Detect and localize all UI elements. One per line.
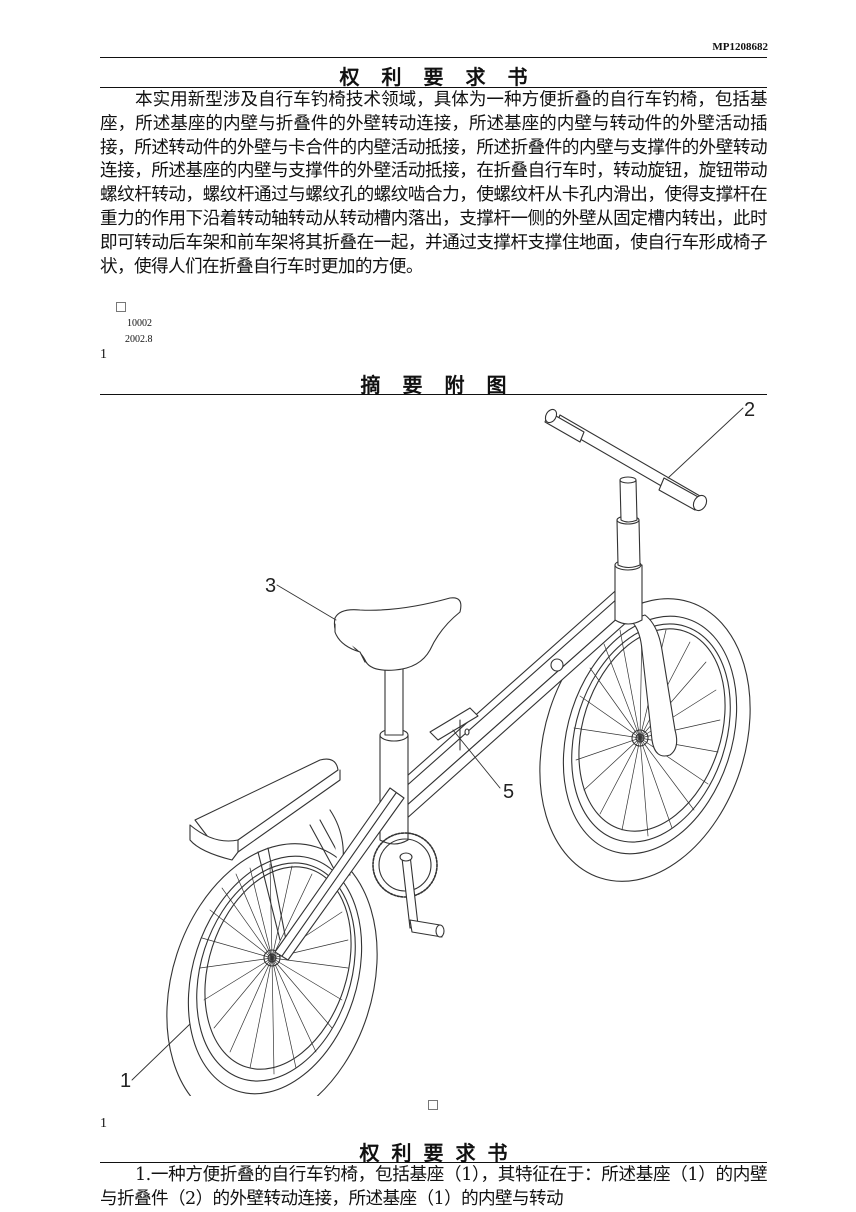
claims-title-2: 权利要求书	[100, 1137, 767, 1166]
abstract-figure-title: 摘要附图	[100, 369, 767, 398]
front-wheel-icon	[539, 598, 751, 882]
title-char: 利	[391, 1141, 412, 1165]
page-number: 1	[100, 347, 107, 362]
placeholder-box-icon	[428, 1100, 438, 1110]
title-rule	[100, 394, 767, 395]
title-char: 书	[487, 1141, 508, 1165]
placeholder-box-icon	[116, 302, 126, 312]
title-char: 要	[423, 1141, 444, 1165]
title-char: 书	[507, 65, 528, 89]
title-char: 要	[402, 373, 423, 397]
front-fork-icon	[629, 614, 678, 757]
rear-rack-icon	[189, 758, 351, 941]
rear-stay-icon	[274, 787, 405, 961]
title-char: 摘	[360, 373, 381, 397]
claim-1-paragraph: 1.一种方便折叠的自行车钓椅，包括基座（1），其特征在于：所述基座（1）的内壁与…	[100, 1165, 768, 1209]
abstract-paragraph: 本实用新型涉及自行车钓椅技术领域，具体为一种方便折叠的自行车钓椅，包括基座，所述…	[100, 90, 768, 277]
label-1: 1	[120, 1070, 131, 1092]
pedal-crank-icon	[399, 852, 445, 938]
meta-number: 10002	[127, 318, 152, 329]
title-rule	[100, 87, 767, 88]
label-3: 3	[265, 575, 276, 597]
title-char: 求	[455, 1141, 476, 1165]
claims-title: 权利要求书	[100, 61, 767, 90]
title-rule	[100, 1162, 767, 1163]
meta-date: 2002.8	[125, 334, 153, 345]
title-char: 权	[359, 1141, 380, 1165]
page-number: 1	[100, 1116, 107, 1131]
label-2: 2	[744, 399, 755, 421]
label-5: 5	[503, 781, 514, 803]
title-char: 求	[465, 65, 486, 89]
bicycle-figure: 2 3 5 1	[100, 396, 767, 1127]
title-char: 图	[486, 373, 507, 397]
part-labels: 2 3 5 1	[120, 399, 755, 1092]
title-char: 利	[381, 65, 402, 89]
chainring-icon	[372, 832, 438, 898]
title-char: 权	[339, 65, 360, 89]
title-char: 要	[423, 65, 444, 89]
header-rule	[100, 57, 767, 58]
handlebar-icon	[544, 408, 708, 625]
rear-wheel-icon	[166, 843, 378, 1127]
document-id: MP1208682	[712, 41, 768, 53]
title-char: 附	[444, 373, 465, 397]
